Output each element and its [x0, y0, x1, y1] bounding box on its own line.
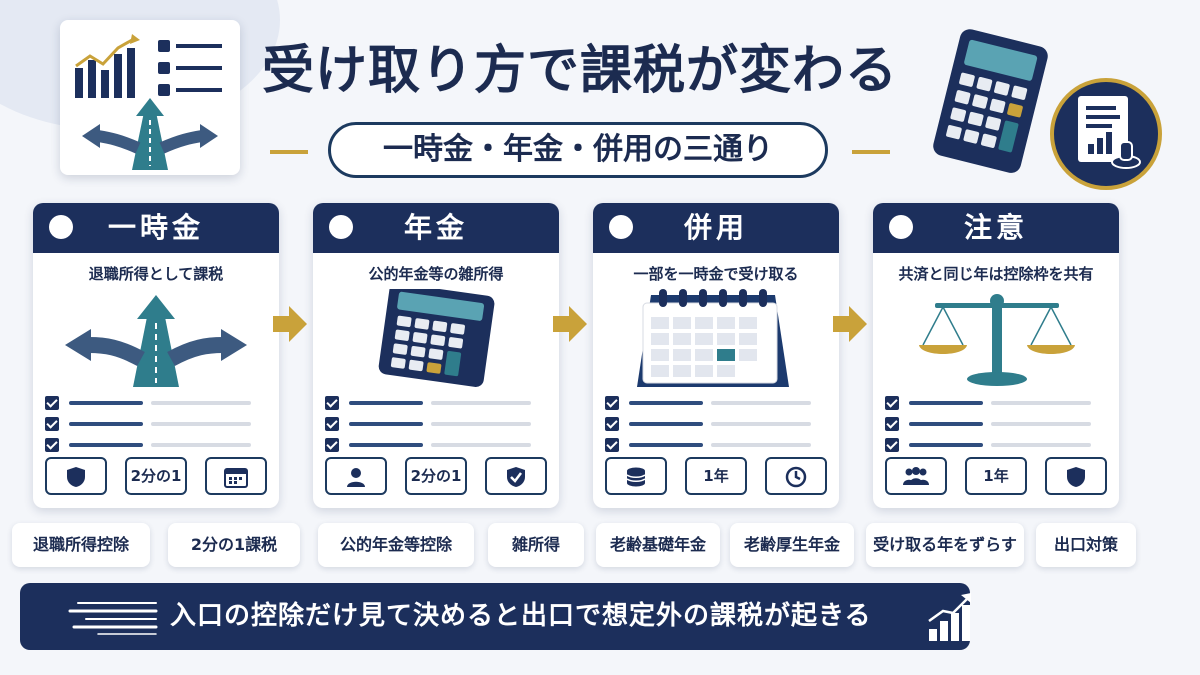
speed-lines-icon [68, 602, 158, 635]
card-header: 注意 [873, 203, 1119, 253]
card-header: 併用 [593, 203, 839, 253]
header-dot [49, 215, 73, 239]
card-combined: 併用 一部を一時金で受け取る 1年 [593, 203, 839, 508]
checklist-item [45, 435, 269, 456]
shield-icon [45, 457, 107, 495]
keyword-tag: 出口対策 [1036, 523, 1136, 567]
keyword-tag: 老齢厚生年金 [730, 523, 854, 567]
arrow-right-icon [553, 306, 587, 342]
calculator-icon [925, 28, 1055, 182]
card-chips: 2分の1 [325, 457, 549, 497]
chip-label: 2分の1 [125, 457, 187, 495]
chip-label: 1年 [685, 457, 747, 495]
subtitle-group: 一時金・年金・併用の三通り [270, 122, 890, 180]
checkbox-icon [885, 396, 899, 410]
card-header: 一時金 [33, 203, 279, 253]
checklist-item [885, 435, 1109, 456]
header-dot [889, 215, 913, 239]
checklist [45, 393, 269, 456]
subtitle-divider-left [270, 150, 308, 154]
keyword-tag: 退職所得控除 [12, 523, 150, 567]
card-pension: 年金 公的年金等の雑所得 2分の1 [313, 203, 559, 508]
card-title: 注意 [963, 211, 1028, 244]
card-caution: 注意 共済と同じ年は控除枠を共有 1年 [873, 203, 1119, 508]
person-icon [325, 457, 387, 495]
keyword-tag: 2分の1課税 [168, 523, 300, 567]
checkbox-icon [325, 438, 339, 452]
arrow-right-icon [833, 306, 867, 342]
card-description: 公的年金等の雑所得 [368, 265, 504, 283]
card-description: 一部を一時金で受け取る [633, 265, 799, 283]
checklist-item [45, 393, 269, 414]
calendar-icon [593, 289, 839, 389]
keyword-tag: 公的年金等控除 [318, 523, 474, 567]
checkbox-icon [885, 417, 899, 431]
checklist-item [605, 393, 829, 414]
card-description: 共済と同じ年は控除枠を共有 [898, 265, 1094, 283]
checklist [605, 393, 829, 456]
checklist [885, 393, 1109, 456]
checklist-item [885, 414, 1109, 435]
balance-scale-icon [873, 289, 1119, 389]
checkbox-icon [325, 417, 339, 431]
card-lump-sum: 一時金 退職所得として課税 2分の1 [33, 203, 279, 508]
card-chips: 1年 [605, 457, 829, 497]
card-header: 年金 [313, 203, 559, 253]
trend-up-icon [928, 593, 971, 641]
keyword-tag: 雑所得 [488, 523, 584, 567]
checklist-item [605, 435, 829, 456]
header-dot [329, 215, 353, 239]
hero-illustration [60, 20, 240, 175]
crossroads-icon [33, 289, 279, 389]
card-title: 併用 [683, 211, 748, 244]
clock-icon [765, 457, 827, 495]
shield-icon [1045, 457, 1107, 495]
checkbox-icon [605, 417, 619, 431]
card-chips: 2分の1 [45, 457, 269, 497]
checkbox-icon [45, 438, 59, 452]
checklist-item [325, 435, 549, 456]
arrow-right-icon [273, 306, 307, 342]
shield-check-icon [485, 457, 547, 495]
keyword-tag: 受け取る年をずらす [866, 523, 1024, 567]
card-description: 退職所得として課税 [88, 265, 224, 283]
checkbox-icon [885, 438, 899, 452]
checklist [325, 393, 549, 456]
chip-label: 1年 [965, 457, 1027, 495]
chip-label: 2分の1 [405, 457, 467, 495]
checkbox-icon [605, 396, 619, 410]
card-title: 年金 [403, 211, 468, 244]
subtitle-pill: 一時金・年金・併用の三通り [328, 122, 828, 178]
document-stamp-icon [1050, 78, 1162, 190]
checklist-item [325, 393, 549, 414]
page-title: 受け取り方で課税が変わる [261, 41, 898, 101]
card-title: 一時金 [107, 211, 204, 244]
checklist-item [45, 414, 269, 435]
checklist-item [325, 414, 549, 435]
banner-text: 入口の控除だけ見て決めると出口で想定外の課税が起きる [170, 601, 872, 631]
checkbox-icon [45, 396, 59, 410]
header-dot [609, 215, 633, 239]
calculator-icon [313, 283, 559, 389]
card-chips: 1年 [885, 457, 1109, 497]
subtitle-divider-right [852, 150, 890, 154]
checkbox-icon [605, 438, 619, 452]
calendar-icon [205, 457, 267, 495]
warning-banner: 入口の控除だけ見て決めると出口で想定外の課税が起きる [20, 583, 971, 650]
keyword-tag: 老齢基礎年金 [596, 523, 720, 567]
coins-icon [605, 457, 667, 495]
checkbox-icon [325, 396, 339, 410]
checkbox-icon [45, 417, 59, 431]
checklist-item [885, 393, 1109, 414]
checklist-item [605, 414, 829, 435]
crossroads-chart-icon [75, 34, 222, 170]
group-icon [885, 457, 947, 495]
